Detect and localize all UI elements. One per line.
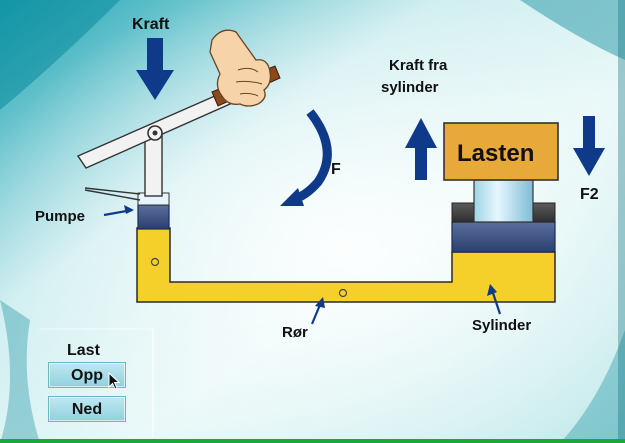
cylinder-cap-right bbox=[532, 202, 556, 223]
load-box bbox=[443, 122, 559, 181]
force-from-cylinder-label-line1: Kraft fra bbox=[389, 57, 448, 74]
background-corner-br bbox=[560, 330, 625, 443]
pump-port bbox=[150, 257, 160, 267]
bottom-status-strip bbox=[0, 439, 625, 443]
load-control-panel: Last Opp Ned bbox=[40, 328, 154, 438]
force-from-cylinder-label-line2: sylinder bbox=[381, 79, 439, 96]
f2-label: F2 bbox=[580, 186, 599, 203]
up-arrow-icon bbox=[405, 118, 437, 180]
pipe-port bbox=[338, 288, 348, 298]
up-button[interactable]: Opp bbox=[48, 362, 126, 388]
down-button[interactable]: Ned bbox=[48, 396, 126, 422]
cursor-icon bbox=[108, 372, 120, 390]
cylinder-cap-left bbox=[451, 202, 475, 223]
load-label: Lasten bbox=[457, 140, 535, 167]
background-corner-tl bbox=[0, 0, 120, 110]
down-arrow-icon bbox=[573, 116, 605, 176]
background-corner-bl bbox=[0, 300, 40, 443]
hand-icon bbox=[209, 29, 272, 107]
pipe-label: Rør bbox=[282, 324, 308, 341]
curved-arrow-icon bbox=[290, 109, 332, 205]
lever-link bbox=[84, 187, 141, 195]
cylinder-label: Sylinder bbox=[472, 317, 532, 334]
pump-label: Pumpe bbox=[35, 208, 86, 225]
f-label: F bbox=[331, 161, 341, 178]
cylinder-rod bbox=[473, 179, 534, 223]
pump-piston bbox=[137, 204, 170, 230]
background-corner-tr bbox=[520, 0, 625, 60]
force-label: Kraft bbox=[132, 16, 170, 33]
down-arrow-icon bbox=[136, 38, 174, 100]
load-control-title: Last bbox=[67, 342, 100, 359]
cylinder-piston bbox=[451, 221, 556, 253]
pump-rod bbox=[144, 133, 163, 197]
